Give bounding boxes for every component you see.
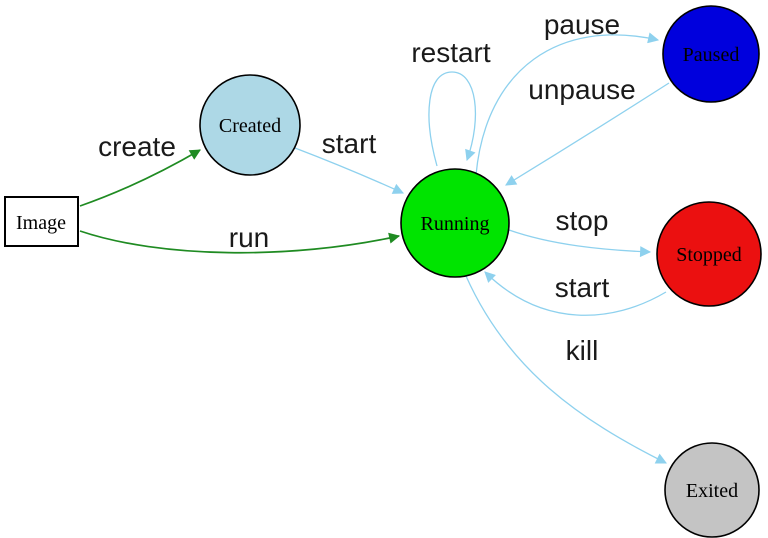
- node-stopped-shape: [656, 201, 762, 307]
- edge-label-restart: restart: [411, 37, 491, 68]
- node-stopped-label: Stopped: [676, 244, 742, 266]
- node-created-label: Created: [219, 115, 281, 137]
- edge-run-path: [79, 230, 401, 254]
- edge-label-kill: kill: [566, 335, 599, 366]
- edge-run: run: [79, 222, 401, 254]
- node-running: Running: [400, 168, 510, 278]
- node-image: Image: [4, 196, 79, 247]
- edge-create: create: [79, 131, 201, 207]
- edge-start-created-path: [294, 147, 405, 194]
- node-paused: Paused: [662, 5, 760, 103]
- edge-restart: restart: [411, 37, 491, 167]
- node-paused-label: Paused: [683, 44, 740, 66]
- edge-label-unpause: unpause: [528, 74, 635, 105]
- edge-unpause-path: [505, 82, 670, 186]
- node-exited-label: Exited: [686, 480, 738, 502]
- node-running-label: Running: [421, 213, 490, 235]
- edge-pause: pause: [475, 9, 660, 176]
- edge-kill: kill: [465, 275, 667, 464]
- node-exited-shape: [664, 442, 760, 538]
- node-created-shape: [199, 74, 301, 176]
- edge-label-start-created: start: [322, 128, 377, 159]
- edge-pause-path: [475, 32, 660, 176]
- edge-label-create: create: [98, 131, 176, 162]
- node-image-label: Image: [16, 212, 66, 234]
- edge-stop: stop: [508, 205, 652, 258]
- edge-create-path: [79, 149, 201, 207]
- edge-start-stopped: start: [484, 271, 667, 316]
- edge-stop-path: [508, 229, 652, 258]
- edge-label-run: run: [229, 222, 269, 253]
- edge-restart-path: [428, 71, 477, 167]
- node-exited: Exited: [664, 442, 760, 538]
- edge-kill-path: [465, 275, 667, 464]
- node-stopped: Stopped: [656, 201, 762, 307]
- node-paused-shape: [662, 5, 760, 103]
- edge-label-pause: pause: [544, 9, 620, 40]
- edge-start-stopped-path: [484, 271, 667, 316]
- edge-label-stop: stop: [556, 205, 609, 236]
- edge-label-start-stopped: start: [555, 272, 610, 303]
- node-image-shape: [4, 196, 79, 247]
- node-running-shape: [400, 168, 510, 278]
- edge-unpause: unpause: [505, 74, 670, 186]
- node-created: Created: [199, 74, 301, 176]
- edge-start-created: start: [294, 128, 405, 194]
